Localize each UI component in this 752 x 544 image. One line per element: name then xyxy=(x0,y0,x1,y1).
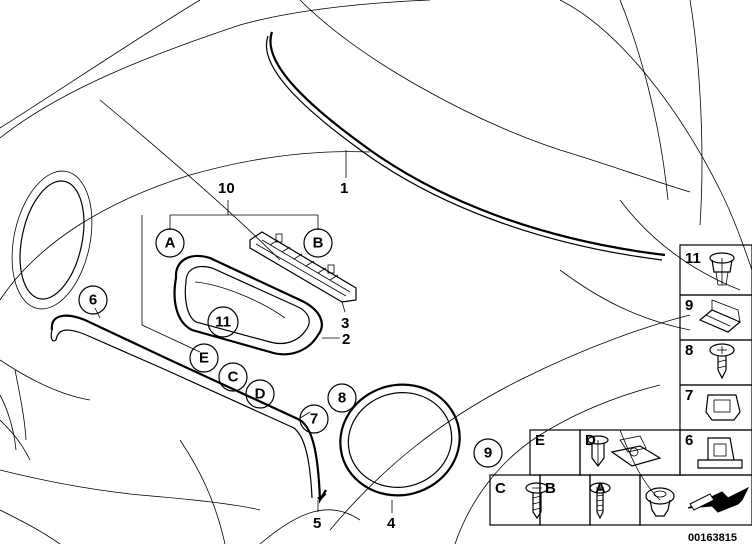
part-label-10: 10 xyxy=(218,180,235,197)
legend-label-D: D xyxy=(585,432,596,449)
part-label-2: 2 xyxy=(342,331,350,348)
svg-text:B: B xyxy=(313,235,324,252)
callout-E: E xyxy=(189,343,219,373)
arrow-icon xyxy=(687,486,750,513)
part-2-hood-scoop: 2 xyxy=(173,254,350,356)
svg-text:D: D xyxy=(255,386,266,403)
part-3-grille-insert: 3 xyxy=(249,231,357,332)
legend-label-B: B xyxy=(545,480,556,497)
callout-A: A xyxy=(155,228,185,258)
washer-screw-icon xyxy=(709,343,735,380)
svg-text:E: E xyxy=(199,350,209,367)
clip-holder-icon xyxy=(697,437,743,469)
diagram-number: 00163815 xyxy=(688,532,737,544)
pan-screw-icon xyxy=(589,482,611,520)
callout-9: 9 xyxy=(473,438,503,468)
part-4-headlight-ring: 4 xyxy=(339,383,461,532)
callout-D: D xyxy=(245,379,275,409)
legend-label-7: 7 xyxy=(685,387,693,404)
svg-text:A: A xyxy=(165,235,176,252)
part-1-trim-strip: 1 xyxy=(265,31,666,261)
flat-screw-icon xyxy=(525,482,549,520)
callout-C: C xyxy=(218,362,248,392)
callout-6: 6 xyxy=(78,285,108,315)
legend-label-C: C xyxy=(495,480,506,497)
part-label-4: 4 xyxy=(387,515,396,532)
part-5-grille-trim: 5 xyxy=(50,307,327,532)
part-label-1: 1 xyxy=(340,180,348,197)
legend-label-A: A xyxy=(595,480,606,497)
nut-clip-icon xyxy=(705,394,741,421)
legend-label-11: 11 xyxy=(685,250,701,267)
svg-text:9: 9 xyxy=(484,445,492,462)
part-label-5: 5 xyxy=(313,515,321,532)
svg-text:8: 8 xyxy=(338,390,346,407)
legend-label-E: E xyxy=(535,432,545,449)
svg-text:C: C xyxy=(228,369,239,386)
expansion-rivet-icon xyxy=(587,435,609,467)
fastener-legend: 11 9 8 7 6 E D C B A xyxy=(489,244,752,544)
svg-text:6: 6 xyxy=(89,292,97,309)
legend-label-6: 6 xyxy=(685,432,693,449)
legend-label-9: 9 xyxy=(685,297,693,314)
part-label-3: 3 xyxy=(341,315,349,332)
svg-text:7: 7 xyxy=(310,411,318,428)
part-10-bracket: 10 xyxy=(141,180,319,353)
callout-B: B xyxy=(303,228,333,258)
svg-text:11: 11 xyxy=(215,314,231,331)
speed-nut-icon xyxy=(610,435,662,467)
callout-7: 7 xyxy=(299,404,329,434)
spring-clip-icon xyxy=(698,299,742,333)
grommet-icon xyxy=(645,487,675,517)
callout-8: 8 xyxy=(327,383,357,413)
legend-label-8: 8 xyxy=(685,342,693,359)
callout-11: 11 xyxy=(207,306,239,338)
push-rivet-icon xyxy=(709,252,735,286)
